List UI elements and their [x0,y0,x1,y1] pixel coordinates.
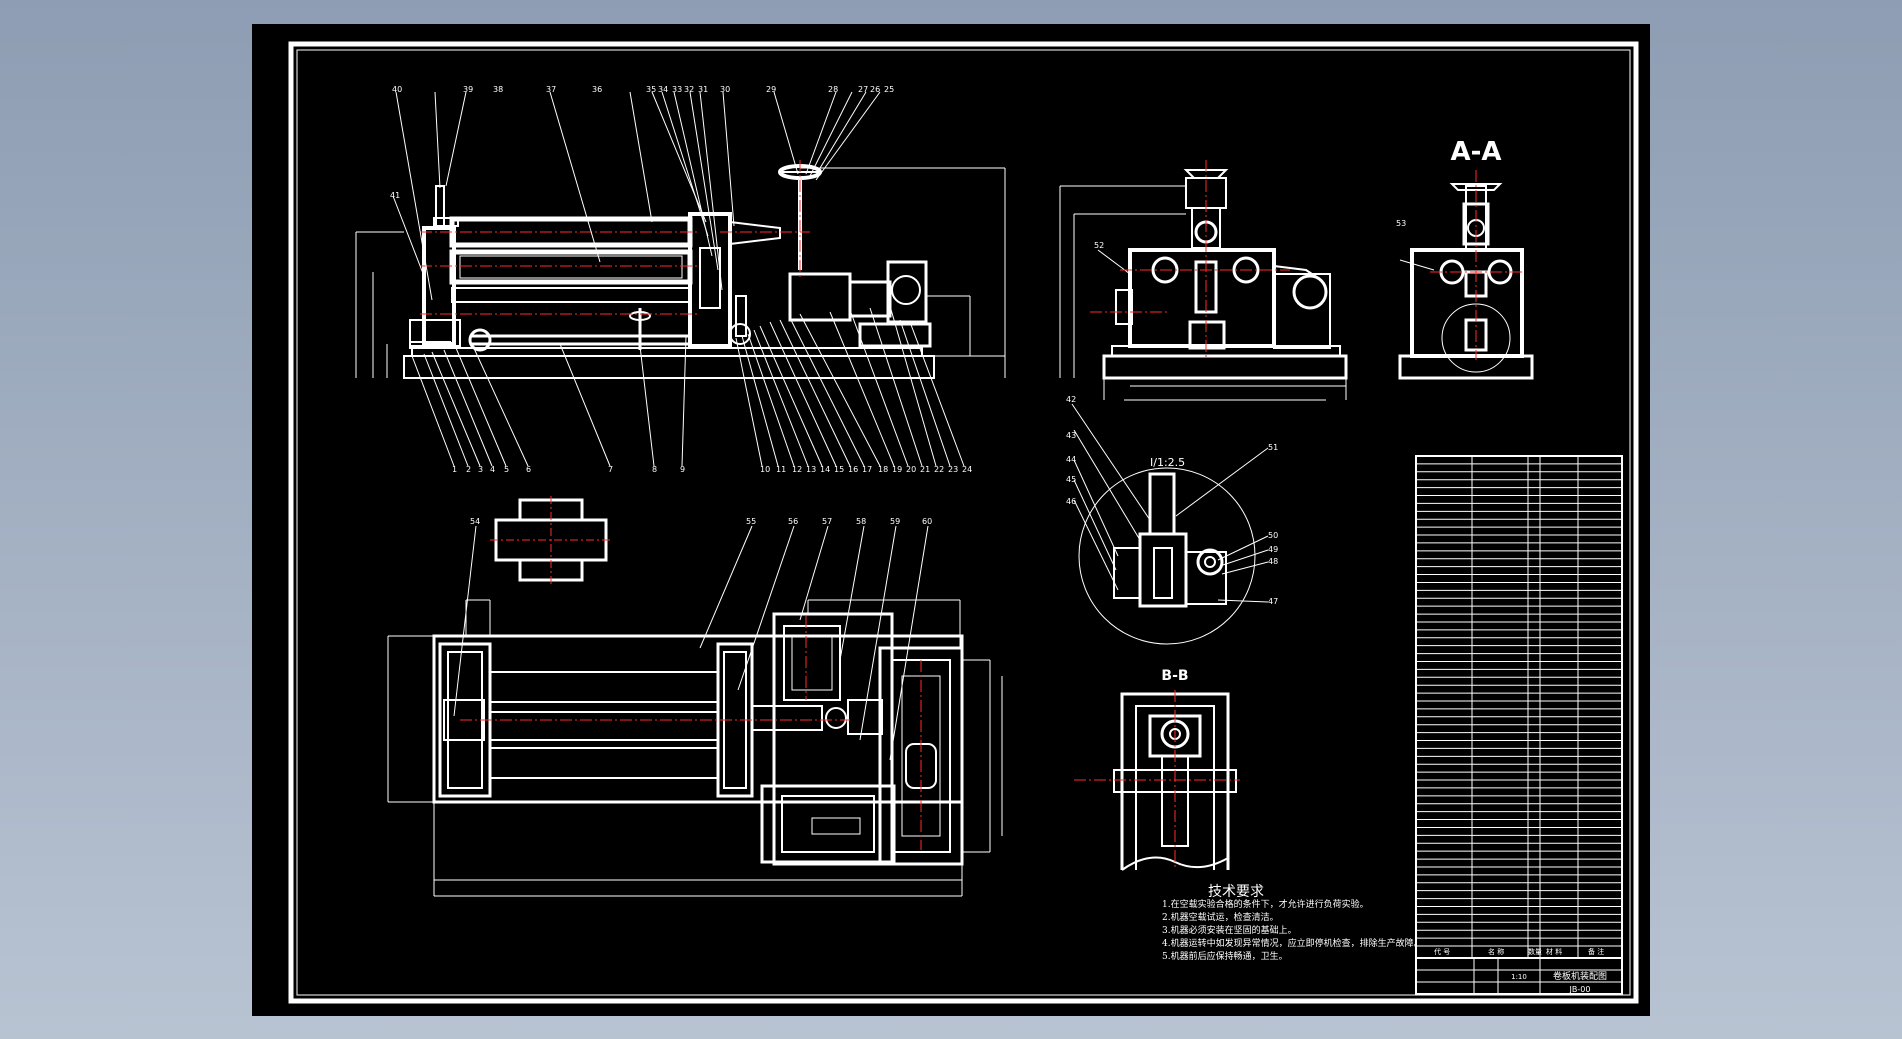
callout-bottom: 22 [934,465,944,474]
outer-border [288,41,1639,1004]
callout-bottom: 2 [466,465,471,474]
detail-scale-label: I/1:2.5 [1150,456,1185,469]
table-header-name: 名 称 [1488,947,1504,956]
callout-45: 45 [1066,475,1076,484]
callout-33: 33 [672,85,682,94]
coupling-view [490,496,612,584]
note-item: 3.机器必须安装在坚固的基础上。 [1162,924,1297,936]
callout-39: 39 [463,85,473,94]
callout-27: 27 [858,85,868,94]
callout-56: 56 [788,517,798,526]
callout-bottom: 20 [906,465,916,474]
callout-58: 58 [856,517,866,526]
table-header-qty: 数量 [1528,947,1542,956]
table-header-material: 材 料 [1546,947,1562,956]
callout-bottom: 17 [862,465,872,474]
side-view [1059,169,1348,401]
front-view [355,164,1006,379]
technical-notes: 技术要求 1.在空载实验合格的条件下，才允许进行负荷实验。 2.机器空载试运，检… [1162,884,1423,962]
callout-bottom: 5 [504,465,509,474]
callout-25: 25 [884,85,894,94]
callout-bottom: 23 [948,465,958,474]
section-bb-label: B-B [1161,668,1188,684]
callout-42: 42 [1066,395,1076,404]
note-item: 4.机器运转中如发现异常情况，应立即停机检查，排除生产故障。 [1162,937,1423,949]
note-item: 5.机器前后应保持畅通，卫生。 [1162,950,1288,962]
drawing-sheet: 40 39 38 37 36 35 34 33 32 31 30 29 28 2… [252,24,1650,1016]
callout-28: 28 [828,85,838,94]
callout-48: 48 [1268,557,1278,566]
callout-55: 55 [746,517,756,526]
plan-view [387,599,1003,897]
callout-38: 38 [493,85,503,94]
callout-bottom: 24 [962,465,972,474]
callout-bottom: 9 [680,465,685,474]
callout-34: 34 [658,85,668,94]
callout-bottom: 15 [834,465,844,474]
callout-40: 40 [392,85,402,94]
callout-26: 26 [870,85,880,94]
note-item: 1.在空载实验合格的条件下，才允许进行负荷实验。 [1162,898,1369,910]
callout-30: 30 [720,85,730,94]
callout-bottom: 12 [792,465,802,474]
callout-53: 53 [1396,219,1406,228]
title-block [1415,957,1623,995]
cad-drawing: 40 39 38 37 36 35 34 33 32 31 30 29 28 2… [288,41,1639,1004]
table-header-remark: 备 注 [1588,947,1604,956]
callout-bottom: 11 [776,465,786,474]
callout-bottom: 4 [490,465,495,474]
callout-52: 52 [1094,241,1104,250]
callout-bottom: 1 [452,465,457,474]
callout-37: 37 [546,85,556,94]
callout-35: 35 [646,85,656,94]
callout-47: 47 [1268,597,1278,606]
callout-54: 54 [470,517,480,526]
callout-31: 31 [698,85,708,94]
callout-57: 57 [822,517,832,526]
callout-29: 29 [766,85,776,94]
callout-bottom: 8 [652,465,657,474]
callout-49: 49 [1268,545,1278,554]
callout-41: 41 [390,191,400,200]
detail-view [1071,403,1269,645]
callout-bottom: 14 [820,465,830,474]
callout-51: 51 [1268,443,1278,452]
inner-border [296,49,1631,996]
table-header-code: 代 号 [1434,947,1450,956]
section-aa-view [1398,183,1534,380]
parts-list-table [1415,455,1623,959]
callout-59: 59 [890,517,900,526]
drawing-number: JB-00 [1569,985,1591,994]
callout-bottom: 16 [848,465,858,474]
callout-bottom: 18 [878,465,888,474]
callout-43: 43 [1066,431,1076,440]
drawing-scale: 1:10 [1511,973,1527,981]
section-aa-label: A-A [1450,137,1501,167]
notes-heading: 技术要求 [1208,884,1264,900]
callout-bottom: 3 [478,465,483,474]
callout-60: 60 [922,517,932,526]
callout-bottom: 7 [608,465,613,474]
callout-bottom: 10 [760,465,770,474]
parts-table-headers: 代 号 名 称 数量 材 料 备 注 [1434,947,1604,956]
callout-50: 50 [1268,531,1278,540]
callout-36: 36 [592,85,602,94]
callout-bottom: 13 [806,465,816,474]
callout-46: 46 [1066,497,1076,506]
callout-bottom: 21 [920,465,930,474]
callout-bottom: 19 [892,465,902,474]
callout-bottom: 6 [526,465,531,474]
drawing-title: 卷板机装配图 [1553,970,1607,982]
note-item: 2.机器空载试运，检查清洁。 [1162,911,1279,923]
callout-44: 44 [1066,455,1076,464]
callout-32: 32 [684,85,694,94]
